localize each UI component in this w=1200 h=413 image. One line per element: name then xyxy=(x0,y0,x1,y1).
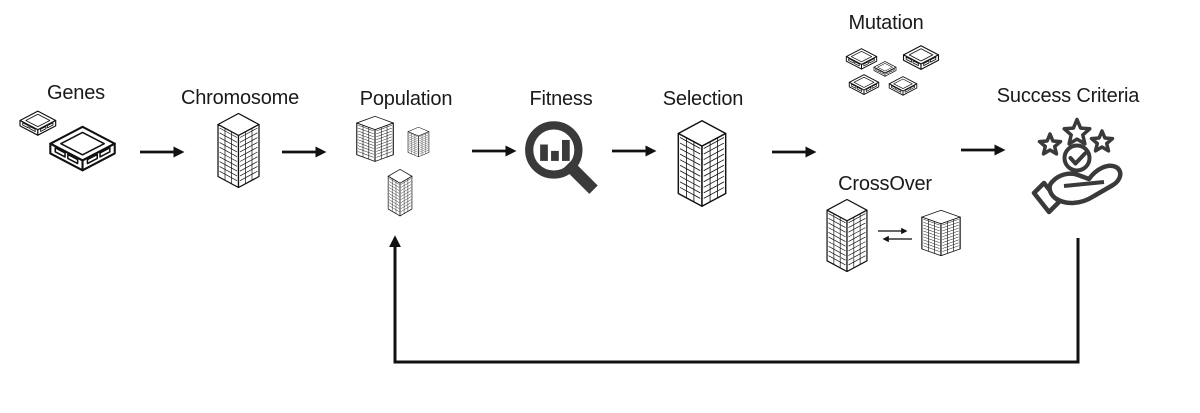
node-label-selection: Selection xyxy=(662,88,744,110)
chromosome-tower-icon xyxy=(217,113,260,188)
node-label-genes: Genes xyxy=(47,82,105,104)
check-circle-icon xyxy=(1062,143,1092,173)
hand-stars-check-icon xyxy=(1031,117,1123,215)
star-right-icon xyxy=(1089,129,1115,153)
feedback-loop-arrow xyxy=(389,235,1080,364)
node-label-mutation: Mutation xyxy=(848,12,924,34)
selection-tower-icon xyxy=(677,120,727,207)
node-label-population: Population xyxy=(359,88,453,110)
star-middle-icon xyxy=(1062,117,1092,146)
check-mark xyxy=(1068,151,1087,166)
scattered-chips-icon xyxy=(845,45,940,96)
open-hand-glyph xyxy=(1031,163,1123,215)
node-label-fitness: Fitness xyxy=(529,88,593,110)
gene-chips-icon xyxy=(19,110,116,172)
bar-chart-glyph xyxy=(540,139,570,161)
crossover-right-tower-icon xyxy=(921,210,961,256)
magnifier-bar-chart-icon xyxy=(525,121,598,194)
star-left-icon xyxy=(1037,132,1063,156)
node-label-success-criteria: Success Criteria xyxy=(996,85,1140,107)
node-label-chromosome: Chromosome xyxy=(180,87,300,109)
node-label-crossover: CrossOver xyxy=(838,173,932,195)
population-towers-icon xyxy=(356,115,430,217)
crossover-left-tower-icon xyxy=(826,199,868,272)
exchange-arrows-icon xyxy=(878,227,912,243)
